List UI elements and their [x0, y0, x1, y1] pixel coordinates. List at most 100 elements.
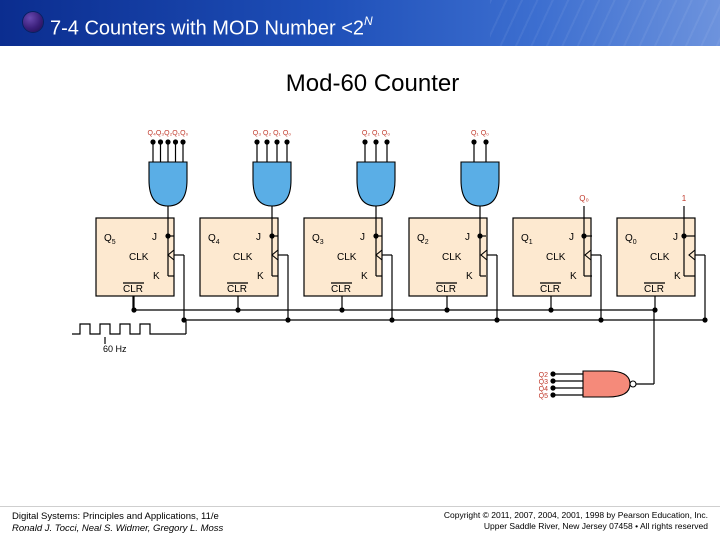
junction-dot [548, 307, 554, 313]
nand-input-dot [550, 385, 556, 391]
clock-edge-icon [480, 249, 488, 261]
and-gate-input-dot [471, 139, 477, 145]
and-gate-input-dot [284, 139, 290, 145]
diagram-title: Mod-60 Counter [285, 70, 460, 97]
and-gate-input-labels: Q₁ Q₀ [471, 130, 489, 137]
slide-header: 7-4 Counters with MOD Number <2N [0, 0, 720, 46]
ff-j-label: J [152, 232, 157, 243]
junction-dot [131, 307, 137, 313]
junction-dot [494, 317, 500, 323]
clock-frequency-label: 60 Hz [103, 344, 127, 354]
nand-gate [582, 370, 631, 398]
ff-output-label: Q4 [208, 233, 220, 246]
ff-j-label: J [569, 232, 574, 243]
ff-output-label: Q3 [312, 233, 324, 246]
ff-k-label: K [361, 271, 368, 282]
slide-title: 7-4 Counters with MOD Number <2N [50, 11, 373, 41]
junction-dot [389, 317, 395, 323]
footer-copyright: Copyright © 2011, 2007, 2004, 2001, 1998… [444, 510, 708, 532]
junction-dot [269, 233, 275, 239]
ff-output-label: Q2 [417, 233, 429, 246]
ff-clk-label: CLK [233, 252, 253, 263]
ff-output-label: Q0 [625, 233, 637, 246]
ff-j-label: J [256, 232, 261, 243]
footer-copyright-line: Copyright © 2011, 2007, 2004, 2001, 1998… [443, 510, 708, 520]
ff-clr-label: CLR [436, 284, 456, 295]
nand-input-dot [550, 378, 556, 384]
nand-bubble [629, 380, 637, 388]
and-gate-input-labels: Q₂ Q₁ Q₀ [362, 130, 390, 137]
clock-waveform-icon [72, 323, 160, 335]
and-gate-input-labels: Q₄Q₃Q₂Q₁Q₀ [148, 130, 189, 137]
junction-dot [702, 317, 708, 323]
ff-clr-label: CLR [540, 284, 560, 295]
footer-authors: Ronald J. Tocci, Neal S. Widmer, Gregory… [12, 523, 224, 534]
ff-j-label: J [465, 232, 470, 243]
ff-output-subscript: 2 [425, 239, 429, 246]
clock-edge-icon [688, 249, 696, 261]
and-gate-input-dot [150, 139, 156, 145]
junction-dot [652, 307, 658, 313]
and-gate [356, 161, 396, 207]
ff-clr-label: CLR [227, 284, 247, 295]
ff-j-label: J [360, 232, 365, 243]
title-bullet-icon [23, 12, 43, 32]
footer-book-info: Digital Systems: Principles and Applicat… [12, 511, 223, 535]
footer-divider [0, 506, 720, 507]
ff-clr-label: CLR [123, 284, 143, 295]
nand-input-label: Q3 [539, 379, 548, 386]
nand-input-label: Q2 [539, 372, 548, 379]
and-gate-input-dot [373, 139, 379, 145]
logic-high-label: 1 [682, 194, 687, 203]
and-gate-input-dot [172, 139, 179, 145]
ff-k-label: K [153, 271, 160, 282]
and-gate [252, 161, 292, 207]
ff-j-label: J [673, 232, 678, 243]
junction-dot [477, 233, 483, 239]
and-gate-input-dot [264, 139, 270, 145]
and-gate-input-dot [384, 139, 390, 145]
and-gate-input-dot [274, 139, 280, 145]
ff-output-label: Q1 [521, 233, 533, 246]
slide-title-superscript: N [364, 14, 373, 28]
and-gate [460, 161, 500, 207]
junction-dot [285, 317, 291, 323]
ff-output-subscript: 1 [529, 239, 533, 246]
ff-clk-label: CLK [129, 252, 149, 263]
ff-output-subscript: 0 [633, 239, 637, 246]
junction-dot [598, 317, 604, 323]
clock-edge-icon [584, 249, 592, 261]
junction-dot [581, 233, 587, 239]
ff-clk-label: CLK [650, 252, 670, 263]
ff-output-subscript: 4 [216, 239, 220, 246]
and-gate-input-dot [165, 139, 171, 145]
junction-dot [339, 307, 345, 313]
ff-k-label: K [674, 271, 681, 282]
junction-dot [444, 307, 450, 313]
and-gate-input-dot [254, 139, 260, 145]
header-decoration [490, 0, 720, 46]
ff-output-label: Q5 [104, 233, 116, 246]
nand-input-dot [550, 371, 556, 377]
junction-dot [373, 233, 379, 239]
footer-book-title: Digital Systems: Principles and Applicat… [12, 511, 219, 522]
ff-clk-label: CLK [337, 252, 357, 263]
slide-title-text: 7-4 Counters with MOD Number <2 [50, 17, 365, 40]
junction-dot [235, 307, 241, 313]
junction-dot [681, 233, 687, 239]
junction-dot [165, 233, 171, 239]
ff-output-subscript: 3 [320, 239, 324, 246]
and-gate-input-dot [157, 139, 164, 145]
ff-output-subscript: 5 [112, 239, 116, 246]
nand-input-label: Q5 [539, 393, 548, 400]
ff-clr-label: CLR [644, 284, 664, 295]
ff-clr-label: CLR [331, 284, 351, 295]
ff-k-label: K [570, 271, 577, 282]
footer-publisher-line: Upper Saddle River, New Jersey 07458 • A… [483, 521, 708, 531]
ff-k-label: K [257, 271, 264, 282]
and-gate-input-dot [180, 139, 186, 145]
and-gate-input-dot [362, 139, 368, 145]
ff-k-label: K [466, 271, 473, 282]
q0-label: Q₀ [579, 194, 589, 203]
